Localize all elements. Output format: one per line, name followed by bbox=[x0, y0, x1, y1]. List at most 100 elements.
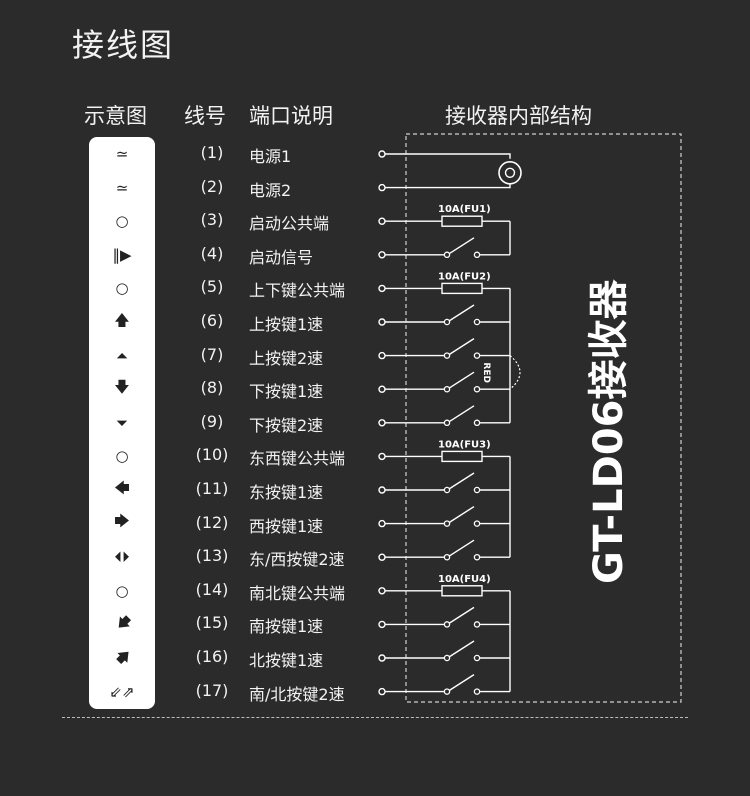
ac-tilde-icon: ≃ bbox=[89, 176, 155, 200]
ac-tilde-icon: ≃ bbox=[89, 142, 155, 166]
fuse-symbol bbox=[441, 215, 483, 227]
terminal-dot bbox=[378, 620, 386, 629]
switch-blade bbox=[448, 606, 475, 624]
arrow-right-icon: 🡆 bbox=[89, 512, 155, 536]
port-label: 东西键公共端 bbox=[249, 449, 346, 469]
port-label: 北按键1速 bbox=[249, 651, 324, 670]
legend-glyph: 🡄 bbox=[114, 478, 130, 497]
header-number: 线号 bbox=[184, 104, 226, 128]
wire-number: (17) bbox=[195, 680, 229, 700]
terminal-dot bbox=[378, 654, 386, 662]
port-label: 东按键1速 bbox=[249, 483, 324, 502]
header-internal: 接收器内部结构 bbox=[445, 104, 592, 128]
start-icon: ‖▶ bbox=[89, 243, 155, 267]
wire-number: (11) bbox=[195, 479, 229, 498]
switch-blade bbox=[448, 640, 475, 658]
power-wire-2 bbox=[385, 182, 511, 189]
contact-dot bbox=[443, 419, 451, 427]
contact-dot bbox=[443, 251, 451, 259]
switch-blade bbox=[448, 405, 475, 423]
header-symbol: 示意图 bbox=[84, 104, 147, 128]
header-port: 端口说明 bbox=[249, 104, 333, 128]
contact-dot bbox=[443, 654, 451, 662]
legend-glyph: ○ bbox=[115, 279, 129, 298]
fuse-label: 10A(FU3) bbox=[438, 439, 491, 450]
terminal-dot bbox=[378, 251, 386, 259]
port-label: 上按键2速 bbox=[249, 348, 324, 368]
wire-number: (3) bbox=[200, 210, 224, 230]
terminal-dot bbox=[378, 183, 386, 192]
red-label: RED bbox=[481, 362, 491, 383]
receiver-enclosure bbox=[405, 133, 682, 703]
wire-number: (14) bbox=[195, 579, 229, 599]
port-label: 下按键2速 bbox=[249, 415, 324, 435]
switch-blade bbox=[448, 506, 475, 524]
contact-dot bbox=[473, 352, 481, 359]
arrow-left-icon: 🡄 bbox=[89, 478, 155, 502]
contact-dot bbox=[473, 654, 481, 662]
terminal-dot bbox=[378, 452, 386, 461]
port-label: 西按键1速 bbox=[249, 516, 324, 536]
terminal-dot bbox=[378, 351, 386, 360]
contact-dot bbox=[443, 553, 451, 561]
port-label: 启动信号 bbox=[249, 247, 314, 267]
terminal-dot bbox=[378, 419, 386, 427]
legend-glyph: 🡇 bbox=[114, 377, 130, 396]
switch-blade bbox=[448, 674, 475, 692]
bottom-divider bbox=[62, 717, 688, 718]
fuse-symbol bbox=[441, 282, 483, 295]
legend-glyph: ○ bbox=[115, 212, 129, 231]
terminal-dot bbox=[378, 553, 386, 561]
switch-blade bbox=[448, 304, 475, 322]
wire-number: (2) bbox=[200, 176, 224, 196]
wire-number: (12) bbox=[195, 512, 229, 532]
wire-number: (4) bbox=[200, 243, 224, 263]
port-label: 南北键公共端 bbox=[249, 583, 346, 603]
port-label: 电源2 bbox=[249, 180, 292, 200]
contact-dot bbox=[473, 621, 481, 628]
fuse-label: 10A(FU4) bbox=[438, 574, 491, 585]
terminal-dot bbox=[378, 284, 386, 293]
fuse-symbol bbox=[441, 450, 483, 463]
port-label: 上下键公共端 bbox=[249, 281, 346, 301]
legend-glyph: ○ bbox=[115, 581, 129, 600]
arrow-up-icon: 🡅 bbox=[89, 310, 155, 334]
legend-glyph: ⇙⇗ bbox=[109, 682, 135, 701]
double-arrow-left-right-icon: ⏴⏵ bbox=[89, 545, 155, 569]
fuse-symbol bbox=[441, 585, 483, 597]
switch-blade bbox=[448, 371, 475, 389]
terminal-dot bbox=[378, 486, 386, 494]
contact-dot bbox=[443, 621, 451, 628]
legend-glyph: ‖▶ bbox=[112, 245, 132, 264]
contact-dot bbox=[473, 520, 481, 527]
contact-dot bbox=[473, 486, 481, 494]
contact-dot bbox=[443, 352, 451, 359]
legend-glyph: ⏷ bbox=[115, 413, 128, 432]
contact-dot bbox=[473, 385, 481, 393]
port-label: 电源1 bbox=[249, 147, 292, 166]
contact-dot bbox=[443, 486, 451, 494]
contact-dot bbox=[443, 688, 451, 695]
legend-glyph: ⏴⏵ bbox=[114, 548, 130, 567]
power-icon-inner bbox=[504, 167, 516, 179]
contact-dot bbox=[443, 385, 451, 393]
port-label: 南/北按键2速 bbox=[249, 684, 345, 704]
circle-icon: ○ bbox=[89, 276, 155, 300]
double-arrow-diagonal-icon: ⇙⇗ bbox=[89, 680, 155, 704]
terminal-dot bbox=[378, 687, 386, 696]
legend-glyph: ≃ bbox=[115, 178, 129, 197]
wire-number: (6) bbox=[200, 311, 224, 330]
page-title: 接线图 bbox=[72, 26, 175, 64]
port-label: 上按键1速 bbox=[249, 315, 324, 334]
wire-number: (9) bbox=[200, 411, 224, 431]
port-label: 南按键1速 bbox=[249, 617, 324, 637]
terminal-dot bbox=[378, 519, 386, 528]
terminal-dot bbox=[378, 217, 386, 225]
switch-blade bbox=[448, 539, 475, 557]
contact-dot bbox=[473, 318, 481, 326]
legend-glyph: 🡅 bbox=[114, 310, 130, 329]
switch-blade bbox=[448, 338, 475, 356]
terminal-dot bbox=[378, 318, 386, 326]
legend-glyph: ≃ bbox=[115, 145, 129, 163]
